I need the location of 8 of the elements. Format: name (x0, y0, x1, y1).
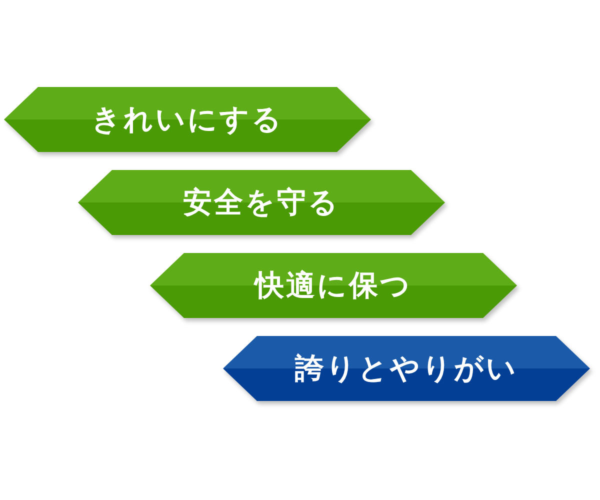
banner-label: 安全を守る (183, 184, 340, 221)
hexagon-banner (4, 87, 371, 152)
hexagon-banner (150, 253, 517, 318)
banner-label: きれいにする (92, 100, 284, 138)
hexagon-banner (223, 336, 590, 401)
hexagon-banner (78, 170, 445, 235)
banner-label: 誇りとやりがい (295, 350, 518, 387)
banner-label: 快適に保つ (255, 266, 412, 304)
